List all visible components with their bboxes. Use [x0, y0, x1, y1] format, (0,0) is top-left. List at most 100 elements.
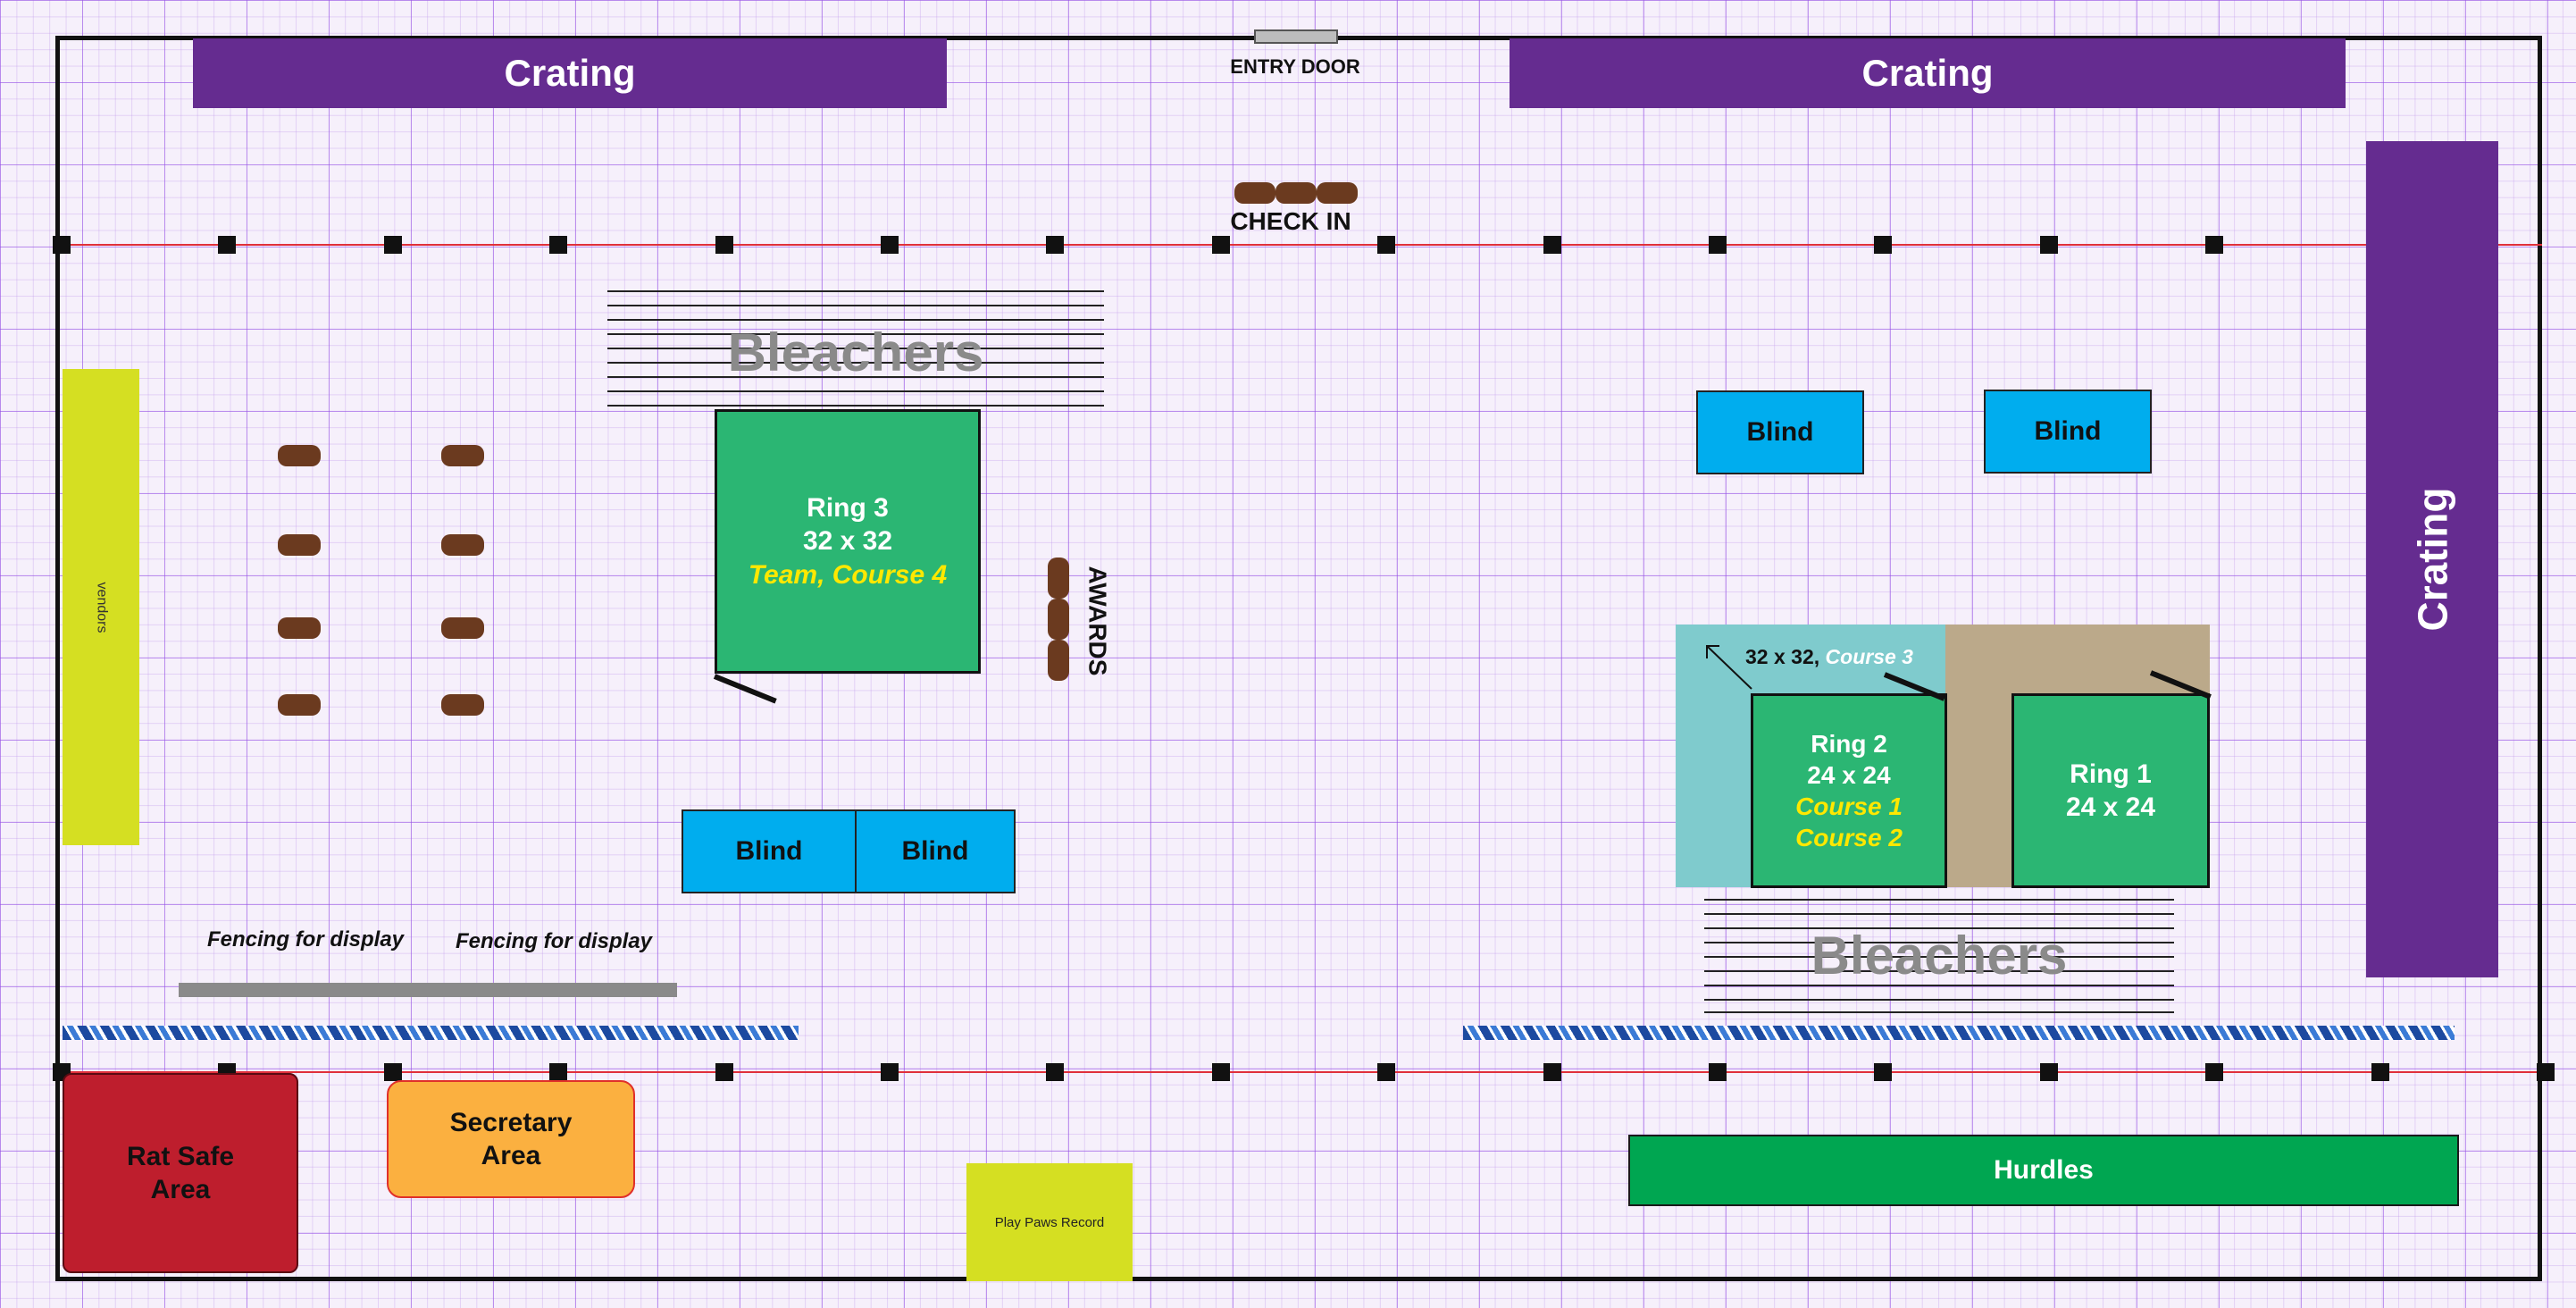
bench	[278, 534, 321, 556]
ring-2-area-size: 32 x 32,	[1745, 645, 1820, 668]
blind-label: Blind	[735, 836, 803, 866]
entry-door	[1254, 29, 1338, 44]
fence-post	[1874, 1063, 1893, 1081]
crating-label: Crating	[1861, 52, 1994, 94]
bleacher-row	[607, 405, 1104, 407]
bench	[441, 617, 484, 639]
fence-post	[1046, 236, 1065, 254]
fence-post	[2039, 1063, 2058, 1081]
ring-3-size: 32 x 32	[802, 526, 893, 557]
fence-post	[715, 1063, 733, 1081]
display-fence	[179, 983, 677, 997]
fence-post	[1543, 1063, 1561, 1081]
fence-post	[2039, 236, 2058, 254]
fence-post	[1709, 236, 1727, 254]
rat-safe-label-1: Rat Safe	[126, 1141, 235, 1171]
blind-upper-right: Blind	[1984, 390, 2152, 474]
ring-1-name: Ring 1	[2070, 759, 2152, 789]
bleacher-row	[607, 319, 1104, 321]
ring-2-name: Ring 2	[1811, 730, 1887, 758]
fence-post	[383, 236, 402, 254]
barrier-right	[1463, 1026, 2455, 1040]
fence-post	[1211, 236, 1230, 254]
bleacher-row	[607, 390, 1104, 392]
secretary-area: Secretary Area	[387, 1080, 635, 1198]
bench	[278, 694, 321, 716]
ring-3-name: Ring 3	[807, 492, 889, 523]
check-in-bench	[1275, 182, 1317, 204]
bleacher-row	[1704, 899, 2174, 901]
rat-safe-label-2: Area	[150, 1175, 211, 1204]
bleacher-row	[607, 305, 1104, 306]
play-paws-record: Play Paws Record	[966, 1163, 1133, 1281]
fence-post	[2205, 236, 2224, 254]
ring-2: Ring 2 24 x 24 Course 1 Course 2	[1751, 693, 1947, 888]
awards-table	[1048, 558, 1069, 599]
hurdles-area: Hurdles	[1628, 1135, 2459, 1206]
fence-post	[2537, 1063, 2555, 1081]
fence-post	[383, 1063, 402, 1081]
awards-label-wrap: AWARDS	[1070, 554, 1124, 688]
fence-post	[549, 1063, 568, 1081]
fence-post	[1211, 1063, 1230, 1081]
fence-post	[218, 236, 237, 254]
bench	[441, 445, 484, 466]
fence-post	[1543, 236, 1561, 254]
entry-door-label: ENTRY DOOR	[1230, 55, 1360, 78]
crating-label: Crating	[2409, 487, 2455, 632]
ring-2-course-1: Course 1	[1795, 792, 1903, 820]
fence-post	[715, 236, 733, 254]
bleacher-row	[607, 290, 1104, 292]
fence-post	[1709, 1063, 1727, 1081]
blind-label: Blind	[2034, 416, 2102, 446]
fence-post	[2371, 1063, 2389, 1081]
bleacher-row	[607, 348, 1104, 349]
fencing-label-left: Fencing for display	[207, 927, 405, 952]
bleacher-row	[607, 333, 1104, 335]
fence-post	[53, 236, 71, 254]
secretary-label-2: Area	[481, 1141, 541, 1170]
bleacher-row	[1704, 942, 2174, 943]
fence-post	[549, 236, 568, 254]
crating-top-left: Crating	[193, 38, 947, 108]
blind-upper-left: Blind	[1696, 390, 1864, 474]
crating-right-side: Crating	[2366, 141, 2498, 977]
lower-bleachers: Bleachers	[1704, 899, 2174, 1013]
upper-rope-line	[55, 244, 2542, 246]
ring-1-size: 24 x 24	[2065, 792, 2156, 822]
barrier-left	[63, 1026, 799, 1040]
awards-table	[1048, 640, 1069, 681]
fencing-label-right: Fencing for display	[456, 929, 653, 953]
vendors-area: vendors	[63, 369, 139, 845]
ring-3-course: Team, Course 4	[748, 559, 948, 590]
ring-2-area-label: 32 x 32, Course 3	[1745, 645, 1913, 669]
rat-safe-area: Rat Safe Area	[63, 1073, 298, 1273]
bleacher-row	[1704, 985, 2174, 986]
ring-2-area-course: Course 3	[1825, 645, 1913, 668]
crating-top-right: Crating	[1510, 38, 2346, 108]
ring-3: Ring 3 32 x 32 Team, Course 4	[715, 409, 981, 674]
fence-post	[881, 236, 899, 254]
fence-post	[2205, 1063, 2224, 1081]
fence-post	[1046, 1063, 1065, 1081]
bleacher-row	[607, 376, 1104, 378]
ring-1: Ring 1 24 x 24	[2011, 693, 2210, 888]
bleacher-row	[1704, 1011, 2174, 1013]
lower-rope-line	[55, 1071, 2542, 1073]
hurdles-label: Hurdles	[1994, 1155, 2094, 1185]
bench	[441, 694, 484, 716]
blind-label: Blind	[901, 836, 969, 866]
bleacher-row	[607, 362, 1104, 364]
bench	[278, 617, 321, 639]
check-in-bench	[1317, 182, 1358, 204]
blind-lower-right: Blind	[855, 809, 1016, 893]
check-in-label: CHECK IN	[1230, 207, 1351, 235]
ring-2-course-2: Course 2	[1795, 824, 1903, 851]
fence-post	[881, 1063, 899, 1081]
arrow-icon	[1706, 645, 1752, 690]
play-paws-label: Play Paws Record	[994, 1214, 1105, 1230]
fence-post	[1377, 1063, 1396, 1081]
bleacher-row	[1704, 927, 2174, 929]
awards-table	[1048, 599, 1069, 640]
fence-post	[1874, 236, 1893, 254]
